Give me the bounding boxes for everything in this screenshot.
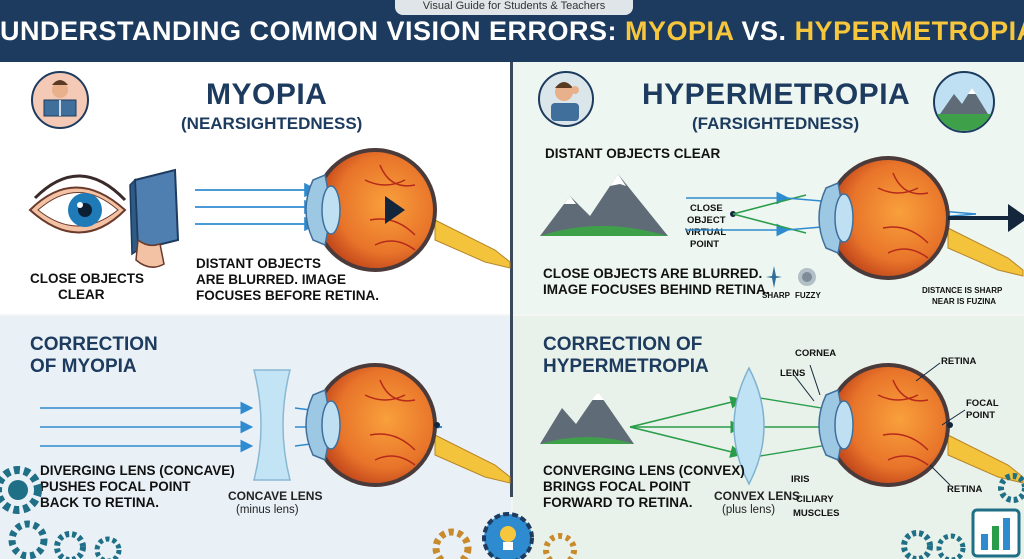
hyper-desc-2: IMAGE FOCUSES BEHIND RETINA. <box>543 282 770 297</box>
hyper-desc-1: CLOSE OBJECTS ARE BLURRED. <box>543 266 763 281</box>
distant-clear-label: DISTANT OBJECTS CLEAR <box>545 146 721 161</box>
myopia-correction-title-1: CORRECTION <box>30 334 158 355</box>
part-lens: LENS <box>780 368 806 379</box>
fuzzy-icon <box>798 268 816 286</box>
hypermetropia-title: HYPERMETROPIA <box>642 78 911 111</box>
part-focal-2: POINT <box>966 410 996 421</box>
myopia-desc-2: ARE BLURRED. IMAGE <box>196 272 347 287</box>
myopia-desc-1: DISTANT OBJECTS <box>196 256 322 271</box>
book-icon <box>129 168 180 268</box>
part-focal-1: FOCAL <box>966 398 999 409</box>
gear-icons-left <box>0 466 122 559</box>
reader-icon <box>31 71 89 129</box>
hypermetropia-subtitle: (FARSIGHTEDNESS) <box>692 114 860 133</box>
myopia-close-label-2: CLEAR <box>58 287 105 302</box>
part-cornea: CORNEA <box>795 348 837 359</box>
hyper-correction-title-2: HYPERMETROPIA <box>543 356 709 377</box>
hyper-correction-desc-1: CONVERGING LENS (CONVEX) <box>543 463 745 478</box>
gear-icons-right <box>901 473 1024 559</box>
close-object-1: CLOSE <box>690 203 723 214</box>
title-prefix: UNDERSTANDING COMMON VISION ERRORS: <box>0 16 626 46</box>
myopia-correction-eye <box>305 362 511 488</box>
part-iris: IRIS <box>791 474 810 485</box>
myopia-desc-3: FOCUSES BEFORE RETINA. <box>196 288 380 303</box>
convex-lens-label: CONVEX LENS <box>714 489 801 503</box>
subtitle-tab: Visual Guide for Students & Teachers <box>395 0 633 15</box>
page-title: UNDERSTANDING COMMON VISION ERRORS: MYOP… <box>0 16 1024 47</box>
mountain-badge-icon <box>933 71 995 133</box>
hyper-correction-title-1: CORRECTION OF <box>543 334 703 355</box>
myopia-eye <box>305 147 511 273</box>
lightbulb-gear-icon <box>432 512 577 559</box>
part-leader-lines <box>793 362 966 486</box>
near-mountain <box>540 392 634 444</box>
myopia-correction-desc-2: PUSHES FOCAL POINT <box>40 479 191 494</box>
convex-lens-sub: (plus lens) <box>722 504 776 516</box>
title-vs: VS. <box>733 16 795 46</box>
concave-lens-label: CONCAVE LENS <box>228 489 323 503</box>
title-myopia: MYOPIA <box>625 16 734 46</box>
hyper-note-1: DISTANCE IS SHARP <box>922 286 1003 295</box>
title-hypermetropia: HYPERMETROPIA <box>794 16 1024 46</box>
close-object-4: POINT <box>690 239 720 250</box>
hyper-correction-desc-2: BRINGS FOCAL POINT <box>543 479 691 494</box>
hyper-eye <box>818 155 1024 281</box>
myopia-correction-desc-3: BACK TO RETINA. <box>40 495 160 510</box>
myopia-close-label-1: CLOSE OBJECTS <box>30 271 145 286</box>
convex-lens <box>733 366 765 486</box>
myopia-correction-title-2: OF MYOPIA <box>30 356 137 377</box>
distant-mountain <box>540 174 668 236</box>
hyper-note-2: NEAR IS FUZINA <box>932 297 996 306</box>
part-retina-bottom: RETINA <box>947 484 983 495</box>
part-ciliary-2: MUSCLES <box>793 508 840 519</box>
close-eye-icon <box>28 174 127 234</box>
close-object-3: VIRTUAL <box>685 227 727 238</box>
hyper-correction-eye <box>818 362 1024 488</box>
sharp-label: SHARP <box>762 291 791 300</box>
close-object-2: OBJECT <box>687 215 726 226</box>
sharp-icon <box>766 266 782 288</box>
myopia-title: MYOPIA <box>206 78 328 111</box>
headache-person-icon <box>538 71 594 127</box>
part-ciliary-1: CILIARY <box>796 494 834 505</box>
myopia-correction-desc-1: DIVERGING LENS (CONCAVE) <box>40 463 235 478</box>
part-retina-top: RETINA <box>941 356 977 367</box>
hyper-correction-desc-3: FORWARD TO RETINA. <box>543 495 693 510</box>
center-divider <box>510 62 513 497</box>
concave-lens-sub: (minus lens) <box>236 504 299 516</box>
fuzzy-label: FUZZY <box>795 291 821 300</box>
concave-lens <box>253 369 291 481</box>
myopia-subtitle: (NEARSIGHTEDNESS) <box>181 114 363 133</box>
